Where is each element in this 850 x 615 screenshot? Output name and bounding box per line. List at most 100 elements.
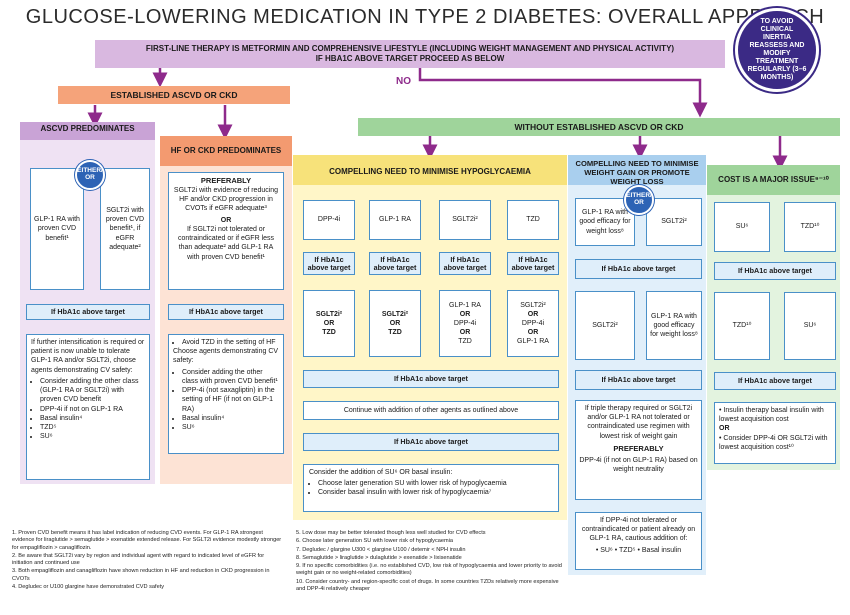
weight-second-sglt2: SGLT2i² (575, 291, 635, 360)
page-title: GLUCOSE-LOWERING MEDICATION IN TYPE 2 DI… (25, 6, 825, 28)
hf-or-label: OR (220, 216, 232, 224)
hypo-drug-2: GLP-1 RA (369, 200, 421, 240)
list-item: Basal insulin⁴ (40, 414, 145, 423)
option-text: DPP-4i (521, 319, 545, 327)
hf-header: HF OR CKD PREDOMINATES (170, 146, 282, 155)
ascvd-intensify-text: If further intensification is required o… (31, 339, 145, 374)
cost-final-box: • Insulin therapy basal insulin with low… (714, 402, 836, 464)
hypo-second-3: GLP-1 RA OR DPP-4i OR TZD (439, 290, 491, 357)
cost-header: COST IS A MAJOR ISSUE⁹⁻¹⁰ (718, 175, 829, 184)
established-band: ESTABLISHED ASCVD OR CKD (58, 86, 290, 104)
option-text: TZD (458, 338, 472, 346)
cost-item-2-text: Consider DPP-4i OR SGLT2i with lowest ac… (719, 434, 828, 451)
option-text: SGLT2i² (520, 301, 546, 309)
list-item: Consider basal insulin with lower risk o… (318, 488, 553, 497)
list-item: DPP-4i if not on GLP-1 RA (40, 405, 145, 414)
weight-preferably-label: PREFERABLY (613, 443, 664, 453)
reassess-badge: TO AVOID CLINICAL INERTIA REASSESS AND M… (735, 8, 819, 92)
weight-header: COMPELLING NEED TO MINIMISE WEIGHT GAIN … (575, 159, 699, 187)
without-band: WITHOUT ESTABLISHED ASCVD OR CKD (358, 118, 840, 136)
option-text: TZD (388, 329, 402, 337)
hf-cv-safety-box: Avoid TZD in the setting of HF Choose ag… (168, 334, 284, 454)
footnote: 4. Degludec or U100 glargine have demons… (12, 583, 165, 590)
weight-option-sglt2: SGLT2i² (646, 198, 702, 246)
cost-hba-box: If HbA1c above target (714, 262, 836, 280)
hypo-drug-3: SGLT2i² (439, 200, 491, 240)
hypo-drug-4: TZD (507, 200, 559, 240)
option-text: DPP-4i (453, 319, 477, 327)
weight-triple-text: If triple therapy required or SGLT2i and… (584, 405, 693, 440)
cost-or-label: OR (719, 425, 730, 433)
list-item: Choose later generation SU with lower ri… (318, 479, 553, 488)
or-text: OR (459, 310, 471, 318)
hypo-hba-4: If HbA1c above target (507, 252, 559, 275)
footnote: 2. Be aware that SGLT2i vary by region a… (12, 552, 265, 567)
hypo-drug-1: DPP-4i (303, 200, 355, 240)
list-item: Avoid TZD in the setting of HF (182, 338, 279, 347)
option-text: TZD (322, 329, 336, 337)
weight-last-box: If DPP-4i not tolerated or contraindicat… (575, 512, 702, 570)
list-item: SU⁶ (182, 423, 279, 432)
hypo-second-2: SGLT2i² OR TZD (369, 290, 421, 357)
cost-item-1: • Insulin therapy basal insulin with low… (719, 407, 824, 424)
cost-item-2: • Consider DPP-4i OR SGLT2i with lowest … (719, 434, 828, 451)
weight-last-items: • SU⁶ • TZD⁵ • Basal insulin (595, 546, 682, 554)
footnote: 8. Semaglutide > liraglutide > dulagluti… (296, 554, 462, 561)
list-item: TZD⁵ (40, 423, 145, 432)
hf-preferably-text: SGLT2i with evidence of reducing HF and/… (173, 186, 279, 213)
ascvd-hba-box: If HbA1c above target (26, 304, 150, 320)
hf-preferably-label: PREFERABLY (200, 176, 252, 185)
first-line-text: FIRST-LINE THERAPY IS METFORMIN AND COMP… (145, 44, 675, 54)
list-item: Consider adding the other class (GLP-1 R… (40, 377, 145, 405)
hf-preferably-box: PREFERABLY SGLT2i with evidence of reduc… (168, 172, 284, 290)
option-text: SGLT2i² (381, 310, 409, 318)
footnote: 6. Choose later generation SU with lower… (296, 538, 454, 545)
hypo-hba-2: If HbA1c above target (369, 252, 421, 275)
cost-item-1-text: Insulin therapy basal insulin with lowes… (719, 407, 824, 424)
weight-second-glp1: GLP-1 RA with good efficacy for weight l… (646, 291, 702, 360)
or-text: OR (389, 319, 401, 327)
footnote: 9. If no specific comorbidities (i.e. no… (296, 563, 562, 577)
option-text: SGLT2i² (315, 310, 343, 318)
hypo-hba-wide-2: If HbA1c above target (303, 433, 559, 451)
hf-hba-box: If HbA1c above target (168, 304, 284, 320)
list-item: Consider adding the other class with pro… (182, 368, 279, 386)
arrow-no (418, 68, 708, 118)
footnote: 7. Degludec / glargine U300 < glargine U… (296, 546, 466, 553)
weight-dpp-text: DPP-4i (if not on GLP-1 RA) based on wei… (579, 456, 698, 474)
hf-mid-text: Choose agents demonstrating CV safety: (173, 348, 279, 365)
hypo-hba-1: If HbA1c above target (303, 252, 355, 275)
or-text: OR (323, 319, 335, 327)
either-or-badge: EITHER/ OR (75, 160, 105, 190)
first-line-band: FIRST-LINE THERAPY IS METFORMIN AND COMP… (95, 40, 725, 68)
hypo-header: COMPELLING NEED TO MINIMISE HYPOGLYCAEMI… (329, 167, 531, 176)
hf-alt-text: If SGLT2i not tolerated or contraindicat… (177, 225, 275, 261)
cost-option-tzd: TZD¹⁰ (784, 202, 836, 252)
footnote: 10. Consider country- and region-specifi… (296, 578, 559, 592)
cost-option-su: SU⁶ (714, 202, 770, 252)
hypo-second-1: SGLT2i² OR TZD (303, 290, 355, 357)
footnotes-left: 1. Proven CVD benefit means it has label… (12, 530, 284, 592)
footnotes-right: 5. Low dose may be better tolerated thou… (296, 530, 564, 594)
hypo-consider-box: Consider the addition of SU⁶ OR basal in… (303, 464, 559, 512)
hypo-second-4: SGLT2i² OR DPP-4i OR GLP-1 RA (507, 290, 559, 357)
weight-hba-box-2: If HbA1c above target (575, 370, 702, 390)
or-text: OR (459, 329, 471, 337)
or-text: OR (527, 310, 539, 318)
no-label: NO (396, 76, 411, 87)
list-item: Basal insulin⁴ (182, 414, 279, 423)
reassess-text: TO AVOID CLINICAL INERTIA REASSESS AND M… (747, 17, 807, 82)
hypo-continue-box: Continue with addition of other agents a… (303, 401, 559, 420)
ascvd-header: ASCVD PREDOMINATES (40, 124, 135, 133)
cost-hba-box-2: If HbA1c above target (714, 372, 836, 390)
hypo-hba-3: If HbA1c above target (439, 252, 491, 275)
first-line-subtext: IF HbA1c ABOVE TARGET PROCEED AS BELOW (315, 54, 505, 63)
weight-triple-box: If triple therapy required or SGLT2i and… (575, 400, 702, 500)
ascvd-option-sglt2: SGLT2i with proven CVD benefit¹, if eGFR… (100, 168, 150, 290)
cost-second-tzd: TZD¹⁰ (714, 292, 770, 360)
footnote: 3. Both empagliflozin and canagliflozin … (12, 568, 270, 582)
list-item: SU⁶ (40, 432, 145, 441)
hypo-hba-wide: If HbA1c above target (303, 370, 559, 388)
ascvd-intensify-box: If further intensification is required o… (26, 334, 150, 480)
or-text: OR (527, 329, 539, 337)
